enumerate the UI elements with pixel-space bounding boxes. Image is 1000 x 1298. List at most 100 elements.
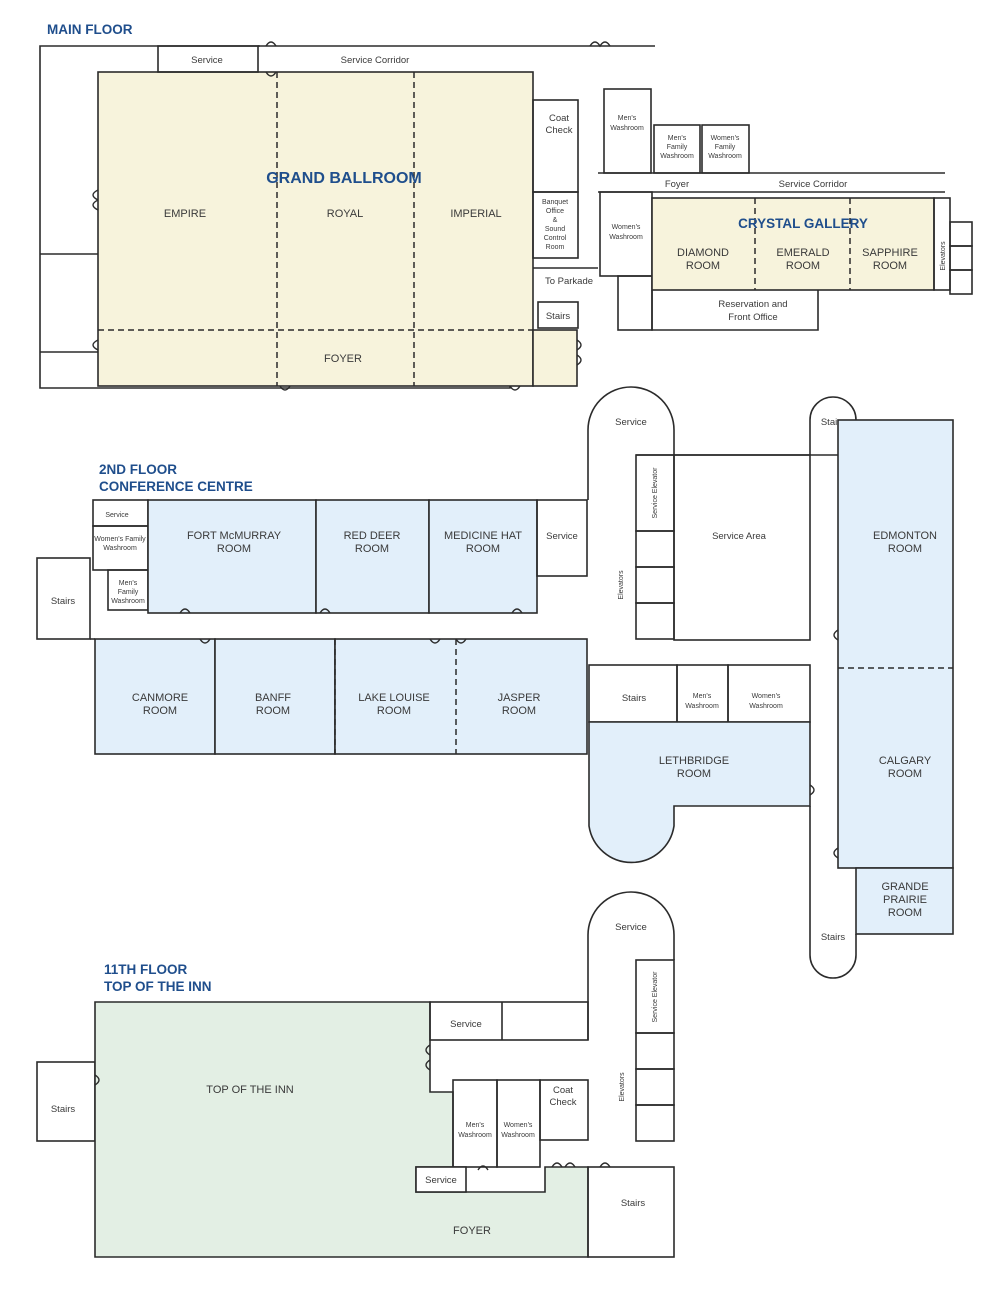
svg-text:Family: Family (118, 589, 139, 596)
svg-text:Family: Family (715, 144, 736, 151)
service-corridor-label: Service Corridor (341, 55, 410, 66)
svg-text:FORT McMURRAY: FORT McMURRAY (187, 530, 282, 542)
grand-ballroom-title: GRAND BALLROOM (266, 170, 422, 187)
svg-text:Front Office: Front Office (728, 312, 777, 323)
svg-text:Room: Room (546, 244, 565, 251)
svg-text:Check: Check (550, 1097, 577, 1108)
service-mid-2nd[interactable] (536, 499, 588, 577)
service-label: Service (191, 55, 223, 66)
canmore-room[interactable] (94, 638, 216, 755)
foyer-small-label: Foyer (665, 179, 689, 190)
svg-text:Coat: Coat (553, 1085, 573, 1096)
svg-text:ROOM: ROOM (888, 543, 922, 555)
svg-text:Stairs: Stairs (51, 596, 76, 607)
svg-text:ROOM: ROOM (888, 768, 922, 780)
utility-room (617, 275, 653, 331)
eleventh-floor-heading-line2: TOP OF THE INN (104, 979, 212, 994)
svg-text:Service: Service (105, 512, 128, 519)
edmonton-calgary-rooms[interactable] (837, 419, 954, 869)
banquet-office[interactable] (532, 191, 579, 259)
royal-label: ROYAL (327, 208, 363, 220)
svg-text:Women's: Women's (752, 693, 781, 700)
crystal-gallery[interactable] (651, 197, 935, 291)
svg-text:ROOM: ROOM (256, 705, 290, 717)
stairs-left-2nd[interactable] (36, 557, 91, 640)
svg-text:RED DEER: RED DEER (344, 530, 401, 542)
door (92, 189, 99, 211)
medicine-hat-room[interactable] (428, 499, 538, 614)
grande-prairie-room[interactable] (855, 867, 954, 935)
service-round-11th[interactable] (587, 891, 675, 1040)
eleventh-floor-heading-line1: 11TH FLOOR (104, 962, 188, 977)
svg-text:&: & (553, 217, 558, 224)
svg-text:EDMONTON: EDMONTON (873, 530, 937, 542)
svg-text:Washroom: Washroom (708, 153, 742, 160)
svg-text:ROOM: ROOM (217, 543, 251, 555)
second-floor-heading-line2: CONFERENCE CENTRE (99, 479, 253, 494)
svg-text:ROOM: ROOM (677, 768, 711, 780)
service-round-2nd[interactable] (587, 386, 675, 500)
svg-text:Service Elevator: Service Elevator (652, 971, 659, 1023)
svg-text:EMERALD: EMERALD (776, 247, 829, 259)
svg-text:Service Elevator: Service Elevator (652, 467, 659, 519)
svg-text:Service: Service (615, 922, 647, 933)
svg-text:Service: Service (450, 1019, 482, 1030)
lake-louise-jasper-rooms[interactable] (334, 638, 588, 755)
svg-text:Service: Service (615, 417, 647, 428)
svg-text:Women's: Women's (504, 1122, 533, 1129)
red-deer-room[interactable] (315, 499, 430, 614)
svg-text:Stairs: Stairs (622, 693, 647, 704)
svg-text:ROOM: ROOM (873, 260, 907, 272)
svg-text:Washroom: Washroom (103, 545, 137, 552)
fort-mcmurray-room[interactable] (147, 499, 317, 614)
grand-ballroom[interactable] (97, 71, 534, 387)
svg-text:Office: Office (546, 208, 564, 215)
svg-text:ROOM: ROOM (786, 260, 820, 272)
svg-text:Men's: Men's (618, 115, 637, 122)
svg-text:Stairs: Stairs (546, 311, 571, 322)
stairs-left-11th[interactable] (36, 1061, 96, 1142)
womens-washroom-11th[interactable] (496, 1079, 541, 1168)
svg-text:Washroom: Washroom (610, 125, 644, 132)
svg-text:Men's: Men's (668, 135, 687, 142)
elevator-car (635, 602, 675, 640)
svg-text:BANFF: BANFF (255, 692, 291, 704)
svg-text:SAPPHIRE: SAPPHIRE (862, 247, 918, 259)
stairs-right-11th[interactable] (587, 1166, 675, 1258)
door (809, 629, 839, 859)
svg-text:ROOM: ROOM (466, 543, 500, 555)
main-floor: MAIN FLOOR GRAND BALLROOM EMPIRE ROYAL I… (39, 22, 973, 391)
svg-text:Washroom: Washroom (501, 1132, 535, 1139)
foyer-11th-label: FOYER (453, 1225, 491, 1237)
svg-text:Men's: Men's (693, 693, 712, 700)
service-small-11th[interactable] (415, 1166, 467, 1193)
svg-text:Banquet: Banquet (542, 199, 568, 206)
svg-text:Women's: Women's (612, 224, 641, 231)
svg-text:MEDICINE HAT: MEDICINE HAT (444, 530, 522, 542)
svg-text:ROOM: ROOM (143, 705, 177, 717)
main-stairs[interactable] (537, 301, 579, 329)
service-room[interactable] (157, 45, 259, 73)
svg-text:Women's: Women's (711, 135, 740, 142)
main-floor-heading: MAIN FLOOR (47, 22, 133, 37)
svg-text:Sound: Sound (545, 226, 565, 233)
foyer-extension[interactable] (532, 329, 578, 387)
reservation-office[interactable] (651, 290, 819, 331)
door (179, 608, 523, 614)
svg-text:ROOM: ROOM (888, 907, 922, 919)
to-parkade-label: To Parkade (545, 276, 593, 287)
second-floor-heading-line1: 2ND FLOOR (99, 462, 177, 477)
svg-text:Service: Service (425, 1175, 457, 1186)
svg-text:Washroom: Washroom (111, 598, 145, 605)
stairs-top-right[interactable] (809, 396, 857, 455)
svg-text:LETHBRIDGE: LETHBRIDGE (659, 755, 729, 767)
svg-text:Stairs: Stairs (821, 932, 846, 943)
stairs-bottom-right[interactable] (809, 806, 857, 979)
lethbridge-room[interactable] (588, 721, 811, 864)
svg-text:Reservation and: Reservation and (718, 299, 787, 310)
svg-text:JASPER: JASPER (498, 692, 541, 704)
service-area-2nd[interactable] (673, 454, 811, 641)
door (589, 41, 611, 48)
